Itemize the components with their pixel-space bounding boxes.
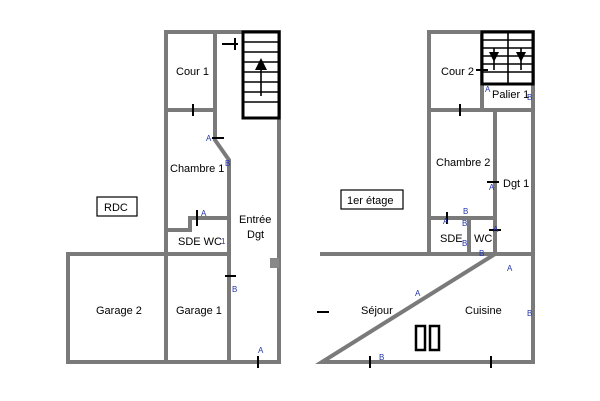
room-label-garage1: Garage 1: [176, 305, 222, 317]
table-chair-left: [414, 324, 427, 352]
level-label-first: 1er étage: [347, 195, 393, 207]
table-chair-right: [428, 324, 441, 352]
room-label-sde-wc: SDE WC: [178, 236, 222, 248]
ground-door-marks: [192, 38, 259, 368]
ground-wall-sde: [164, 216, 231, 256]
marker-b: B: [527, 93, 532, 102]
room-label-wc: WC: [474, 233, 492, 245]
ground-wall-outer: [164, 30, 281, 364]
ground-pillar: [270, 258, 279, 268]
first-wall-sde-wc: [427, 216, 497, 256]
ground-wall-corridor: [213, 108, 231, 364]
ground-wall-garages: [66, 252, 231, 364]
first-floor: [315, 30, 535, 368]
room-label-cour1: Cour 1: [176, 66, 209, 78]
marker-a: A: [485, 85, 491, 94]
ground-stair-arrow-icon: [255, 58, 267, 70]
room-label-chambre1: Chambre 1: [170, 163, 224, 175]
marker-a: A: [489, 183, 495, 192]
marker-b: B: [379, 353, 384, 362]
room-label-entree: Entrée: [239, 214, 271, 226]
first-stair-arrow-right-icon: [516, 52, 526, 62]
first-stair-treads: [482, 32, 533, 84]
room-label-chambre2: Chambre 2: [436, 157, 490, 169]
first-door-marks: [317, 69, 501, 368]
marker-b: B: [462, 239, 467, 248]
room-label-garage2: Garage 2: [96, 305, 142, 317]
first-wall-lower: [315, 252, 535, 364]
room-label-dgt1: Dgt 1: [503, 178, 529, 190]
level-box-ground: [96, 196, 138, 217]
marker-a: A: [206, 134, 212, 143]
marker-a: A: [507, 264, 513, 273]
marker-a: A: [201, 209, 207, 218]
room-label-sde: SDE: [440, 233, 463, 245]
level-box-first: [340, 189, 404, 210]
room-label-dgt: Dgt: [247, 229, 264, 241]
marker-b: B: [479, 249, 484, 258]
level-label-ground: RDC: [104, 202, 128, 214]
marker-a: A: [415, 289, 421, 298]
marker-a: A: [443, 217, 449, 226]
marker-a: A: [258, 346, 264, 355]
marker-b: B: [462, 219, 467, 228]
marker-b: B: [527, 309, 532, 318]
room-label-cuisine: Cuisine: [465, 305, 502, 317]
room-label-palier1: Palier 1: [492, 89, 529, 101]
marker-b: B: [232, 285, 237, 294]
marker-b: B: [463, 207, 468, 216]
room-label-cour2: Cour 2: [441, 66, 474, 78]
marker-a: A: [493, 225, 499, 234]
ground-stair-treads: [243, 41, 279, 103]
room-label-sejour: Séjour: [361, 305, 393, 317]
ground-floor: [66, 30, 281, 368]
first-stair-arrow-left-icon: [489, 52, 499, 62]
marker-b: B: [225, 159, 230, 168]
marker-1: 1: [221, 237, 226, 246]
